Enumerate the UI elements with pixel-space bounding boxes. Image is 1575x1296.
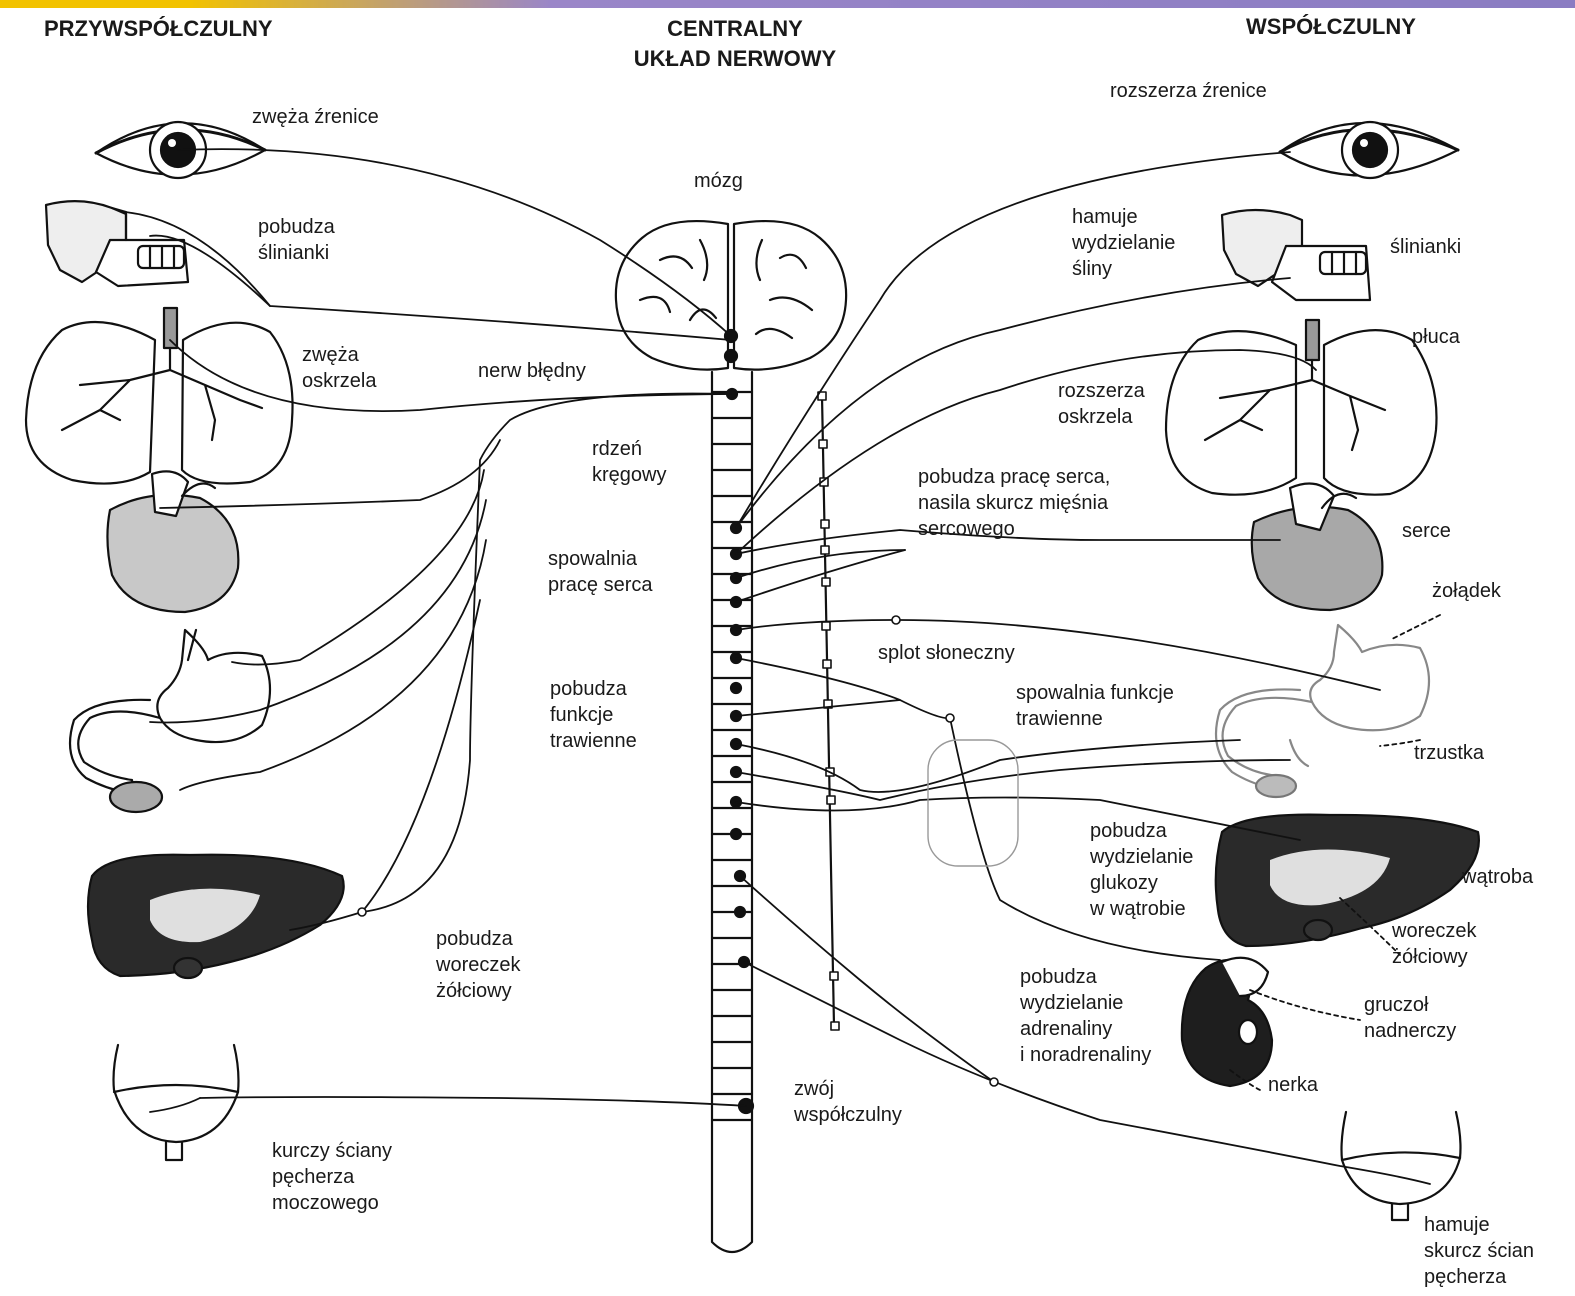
effect-right-bladder: hamuje skurcz ścian pęcherza — [1424, 1212, 1534, 1290]
organ-kidney: nerka — [1268, 1072, 1318, 1098]
effect-left-bladder: kurczy ściany pęcherza moczowego — [272, 1138, 392, 1216]
effect-right-heart: pobudza pracę serca, nasila skurcz mięśn… — [918, 464, 1110, 542]
right-kidney-icon — [1182, 958, 1272, 1086]
effect-left-bronchi: zwęża oskrzela — [302, 342, 376, 394]
label-spinal-cord: rdzeń kręgowy — [592, 436, 666, 488]
organ-liver: wątroba — [1462, 864, 1533, 890]
brain-icon — [616, 221, 846, 370]
header-parasympathetic: PRZYWSPÓŁCZULNY — [44, 14, 273, 44]
effect-left-heart: spowalnia pracę serca — [548, 546, 653, 598]
left-stomach-icon — [70, 630, 270, 812]
organ-stomach: żołądek — [1432, 578, 1501, 604]
organ-gallbladder: woreczek żółciowy — [1392, 918, 1476, 970]
right-bladder-icon — [1342, 1112, 1461, 1220]
right-lungs-icon — [1166, 320, 1437, 495]
left-liver-icon — [88, 855, 344, 978]
right-heart-icon — [1252, 484, 1383, 611]
effect-right-bronchi: rozszerza oskrzela — [1058, 378, 1145, 430]
right-salivary-glands-icon — [1222, 210, 1370, 300]
spinal-cord — [712, 372, 753, 1252]
effect-left-gallbladder: pobudza woreczek żółciowy — [436, 926, 520, 1004]
effect-right-glucose: pobudza wydzielanie glukozy w wątrobie — [1090, 818, 1193, 922]
right-eye-icon — [1280, 122, 1458, 178]
organ-adrenal-gland: gruczoł nadnerczy — [1364, 992, 1456, 1044]
header-sympathetic: WSPÓŁCZULNY — [1246, 12, 1416, 42]
label-vagus-nerve: nerw błędny — [478, 358, 586, 384]
header-cns: CENTRALNY UKŁAD NERWOWY — [585, 14, 885, 74]
effect-right-adrenaline: pobudza wydzielanie adrenaliny i noradre… — [1020, 964, 1151, 1068]
effect-right-pupil: rozszerza źrenice — [1110, 78, 1267, 104]
organ-heart: serce — [1402, 518, 1451, 544]
organ-pancreas: trzustka — [1414, 740, 1484, 766]
effect-right-saliva: hamuje wydzielanie śliny — [1072, 204, 1175, 282]
organ-lungs: płuca — [1412, 324, 1460, 350]
organ-salivary-glands: ślinianki — [1390, 234, 1461, 260]
left-salivary-glands-icon — [46, 201, 188, 286]
right-stomach-icon — [1216, 625, 1429, 797]
sympathetic-chain — [818, 392, 839, 1030]
effect-left-pupil: zwęża źrenice — [252, 104, 379, 130]
label-solar-plexus: splot słoneczny — [878, 640, 1015, 666]
left-heart-icon — [107, 471, 238, 612]
effect-left-salivary: pobudza ślinianki — [258, 214, 335, 266]
label-sympathetic-ganglion: zwój współczulny — [794, 1076, 902, 1128]
effect-right-digestion: spowalnia funkcje trawienne — [1016, 680, 1174, 732]
left-bladder-icon — [114, 1045, 239, 1160]
left-lungs-icon — [26, 308, 293, 484]
label-brain: mózg — [694, 168, 743, 194]
effect-left-digestion: pobudza funkcje trawienne — [550, 676, 637, 754]
